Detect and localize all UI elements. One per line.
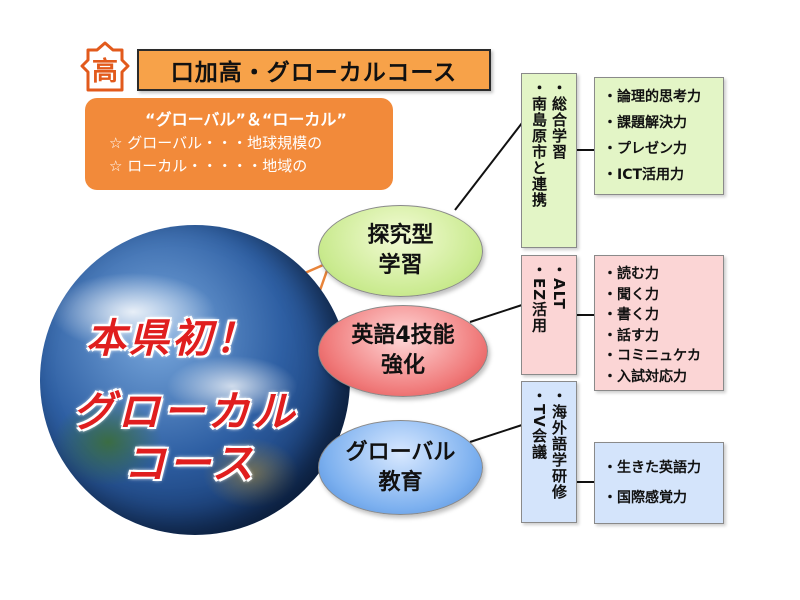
skills-list-global: ・生きた英語力 ・国際感覚力 [594, 442, 724, 524]
connector-line-1 [454, 122, 523, 211]
list-item: ・読む力 [603, 266, 659, 282]
list-item: ・プレゼン力 [603, 141, 687, 157]
earth-globe-image [40, 225, 350, 535]
program-text: ・海外語学研修・TV会議 [530, 388, 568, 500]
program-text: ・総合学習・南島原市と連携 [530, 80, 568, 208]
page-title: 口加高・グローカルコース [137, 49, 491, 91]
definition-global: ☆ グローバル・・・地球規模の [109, 134, 323, 152]
list-item: ・入試対応力 [603, 368, 687, 385]
list-item: ・ICT活用力 [603, 167, 685, 183]
pillar-label: 教育 [378, 469, 423, 495]
program-box-inquiry: ・総合学習・南島原市と連携 [521, 73, 577, 248]
connector-line-2 [469, 304, 523, 323]
emblem-text: 高 [92, 56, 118, 87]
definition-header: “グローバル”＆“ローカル” [145, 110, 347, 129]
list-item: ・国際感覚力 [603, 490, 687, 506]
list-item: ・コミニュケカ [603, 348, 701, 364]
program-box-english: ・ALT・EZ活用 [521, 255, 577, 375]
pillar-inquiry-learning: 探究型 学習 [318, 205, 483, 297]
pillar-label: 探究型 [367, 223, 434, 248]
pillar-label: 強化 [380, 353, 425, 378]
pillar-label: グローバル [345, 439, 456, 465]
globe-headline-1: 本県初！ [86, 316, 258, 362]
list-item: ・論理的思考力 [603, 89, 701, 105]
skills-list-inquiry: ・論理的思考力 ・課題解決力 ・プレゼン力 ・ICT活用力 [594, 77, 724, 195]
glocal-definition-box: “グローバル”＆“ローカル” ☆ グローバル・・・地球規模の ☆ ローカル・・・… [85, 98, 393, 190]
list-item: ・書く力 [603, 307, 659, 323]
list-item: ・課題解決力 [603, 115, 687, 131]
pillar-english-skills: 英語4技能 強化 [318, 305, 488, 397]
skills-list-english: ・読む力 ・聞く力 ・書く力 ・話す力 ・コミニュケカ ・入試対応力 [594, 255, 724, 391]
list-item: ・聞く力 [603, 286, 659, 303]
list-item: ・生きた英語力 [603, 460, 701, 476]
pillar-label: 学習 [378, 253, 423, 278]
program-box-global: ・海外語学研修・TV会議 [521, 381, 577, 523]
program-text: ・ALT・EZ活用 [530, 262, 568, 334]
definition-local: ☆ ローカル・・・・・地域の [109, 157, 308, 175]
connector-line-3 [469, 424, 523, 443]
globe-headline-3: コース [123, 439, 257, 488]
pillar-global-education: グローバル 教育 [318, 420, 483, 515]
globe-headline-2: グローカル [72, 387, 298, 436]
list-item: ・話す力 [603, 327, 659, 344]
school-emblem-icon: 高 [80, 41, 130, 92]
pillar-label: 英語4技能 [351, 323, 455, 348]
